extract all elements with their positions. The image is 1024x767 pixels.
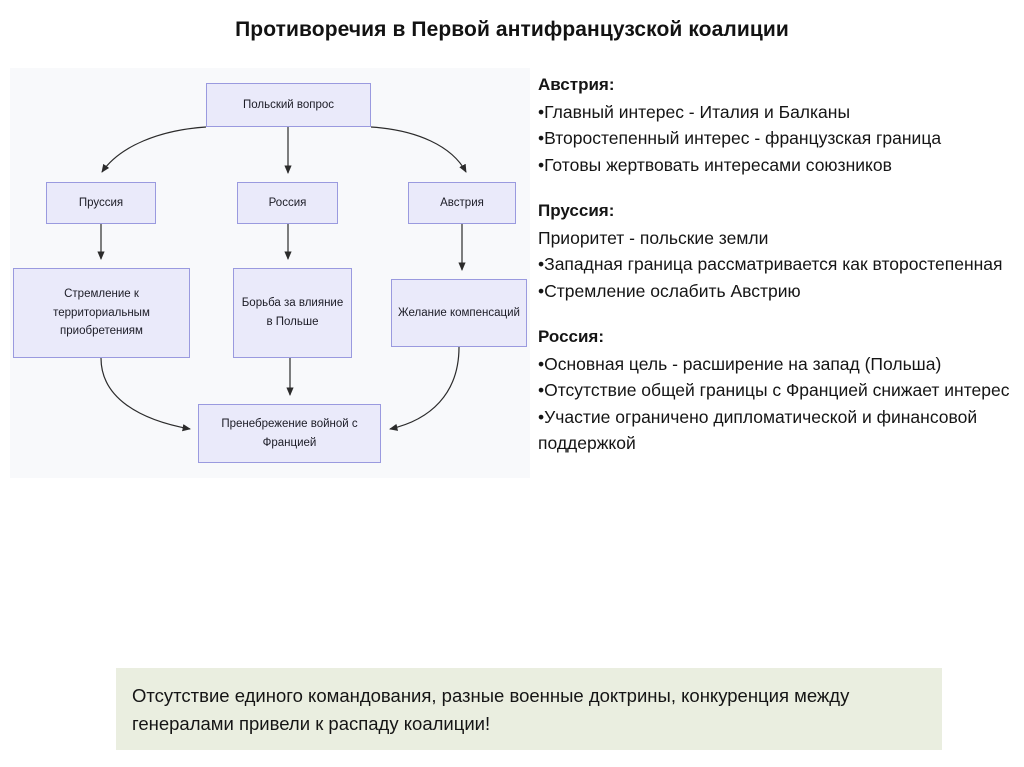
info-heading-prussia: Пруссия: xyxy=(538,201,615,220)
info-line: •Основная цель - расширение на запад (По… xyxy=(538,353,942,374)
info-line: •Второстепенный интерес - французская гр… xyxy=(538,128,942,148)
info-column: Австрия: •Главный интерес - Италия и Бал… xyxy=(538,72,1016,457)
node-austria[interactable]: Австрия xyxy=(408,182,516,224)
info-line: •Стремление ослабить Австрию xyxy=(538,280,801,301)
info-line: •Участие ограничено дипломатической и фи… xyxy=(538,406,982,454)
node-struggle-for-influence[interactable]: Борьба за влияние в Польше xyxy=(233,268,352,358)
info-heading-austria: Австрия: xyxy=(538,75,615,94)
node-label: Польский вопрос xyxy=(242,98,335,111)
node-label: Австрия xyxy=(440,196,484,209)
info-heading-russia: Россия: xyxy=(538,327,605,346)
node-label: Россия xyxy=(268,196,307,209)
diagram-connectors xyxy=(97,126,467,432)
info-line: •Готовы жертвовать интересами союзников xyxy=(538,154,892,175)
node-label: Желание компенсаций xyxy=(398,306,520,319)
arrow-polish-to-austria xyxy=(370,126,467,173)
node-neglect-of-war[interactable]: Пренебрежение войной с Францией xyxy=(198,404,381,463)
info-block-austria: Австрия: •Главный интерес - Италия и Бал… xyxy=(538,72,1016,178)
node-russia[interactable]: Россия xyxy=(237,182,338,224)
conclusion-banner: Отсутствие единого командования, разные … xyxy=(116,668,942,750)
diagram-panel: Польский вопрос Пруссия Россия Австрия С… xyxy=(10,68,530,478)
arrow-territory-to-neglect xyxy=(100,357,191,432)
node-label: Стремление к территориальным приобретени… xyxy=(53,287,150,338)
arrow-polish-to-prussia xyxy=(101,126,207,173)
info-block-russia: Россия: •Основная цель - расширение на з… xyxy=(538,324,1016,457)
node-label: Пренебрежение войной с Францией xyxy=(221,417,358,449)
info-block-prussia: Пруссия: Приоритет - польские земли •Зап… xyxy=(538,198,1016,304)
info-line: •Отсутствие общей границы с Францией сни… xyxy=(538,380,1010,400)
node-polish-question[interactable]: Польский вопрос xyxy=(206,83,371,127)
node-label: Пруссия xyxy=(78,196,124,209)
page-title: Противоречия в Первой антифранцузской ко… xyxy=(235,18,789,41)
arrow-compensation-to-neglect xyxy=(389,346,460,431)
node-prussia[interactable]: Пруссия xyxy=(46,182,156,224)
node-territorial-acquisitions[interactable]: Стремление к территориальным приобретени… xyxy=(13,268,190,358)
info-line: •Западная граница рассматривается как вт… xyxy=(538,254,1003,274)
info-line: •Главный интерес - Италия и Балканы xyxy=(538,101,851,122)
info-line: Приоритет - польские земли xyxy=(538,227,769,248)
node-label: Борьба за влияние в Польше xyxy=(241,297,344,328)
node-desire-for-compensation[interactable]: Желание компенсаций xyxy=(391,279,527,347)
